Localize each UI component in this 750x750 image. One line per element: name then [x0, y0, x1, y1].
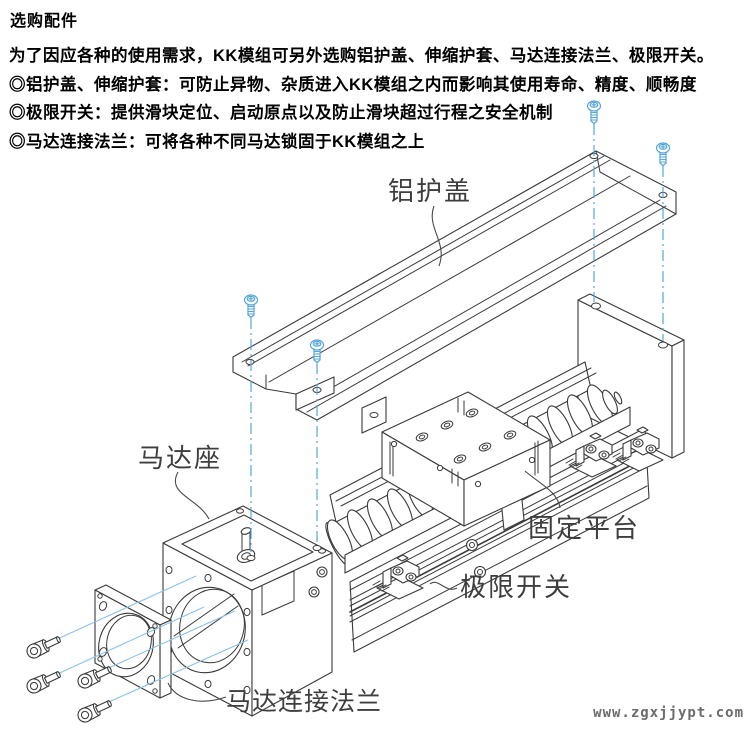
cover-screw-axes: [250, 124, 664, 552]
intro-text-block: 选购配件 为了因应各种的使用需求，KK模组可另外选购铝护盖、伸缩护套、马达连接法…: [9, 7, 746, 156]
watermark-url: www.zgxjjypt.com: [593, 705, 744, 721]
socket-head-screw-icon: [24, 632, 64, 661]
aluminum-cover: [232, 150, 677, 421]
socket-head-screw-icon: [24, 667, 64, 696]
motor-seat: [162, 505, 333, 717]
motor-flange: [94, 584, 172, 699]
leader-lines: [167, 205, 561, 702]
bullet-limit-switch: ◎极限开关：提供滑块定位、启动原点以及防止滑块超过行程之安全机制: [9, 104, 553, 123]
label-fixed-platform: 固定平台: [528, 514, 640, 543]
fixed-platform-carriage: [361, 391, 551, 527]
intro-line: 为了因应各种的使用需求，KK模组可另外选购铝护盖、伸缩护套、马达连接法兰、极限开…: [9, 47, 714, 65]
socket-head-screw-icon: [75, 662, 115, 691]
flange-screw-axes: [41, 575, 249, 710]
label-limit-switch: 极限开关: [460, 573, 572, 602]
label-aluminum-cover: 铝护盖: [388, 177, 472, 206]
bullet-cover: ◎铝护盖、伸缩护套：可防止异物、杂质进入KK模组之内而影响其使用寿命、精度、顺畅…: [9, 75, 697, 94]
pan-head-screw-icon: [655, 142, 671, 167]
label-motor-seat: 马达座: [138, 444, 222, 473]
socket-head-screw-icon: [75, 696, 115, 725]
carriage-holes: [415, 408, 517, 464]
pan-head-screw-icon: [586, 100, 602, 125]
label-motor-flange: 马达连接法兰: [226, 688, 382, 716]
flange-holes: [97, 593, 158, 694]
bullet-flange: ◎马达连接法兰：可将各种不同马达锁固于KK模组之上: [9, 132, 425, 151]
page-title: 选购配件: [10, 13, 79, 30]
pan-head-screw-icon: [243, 294, 259, 319]
